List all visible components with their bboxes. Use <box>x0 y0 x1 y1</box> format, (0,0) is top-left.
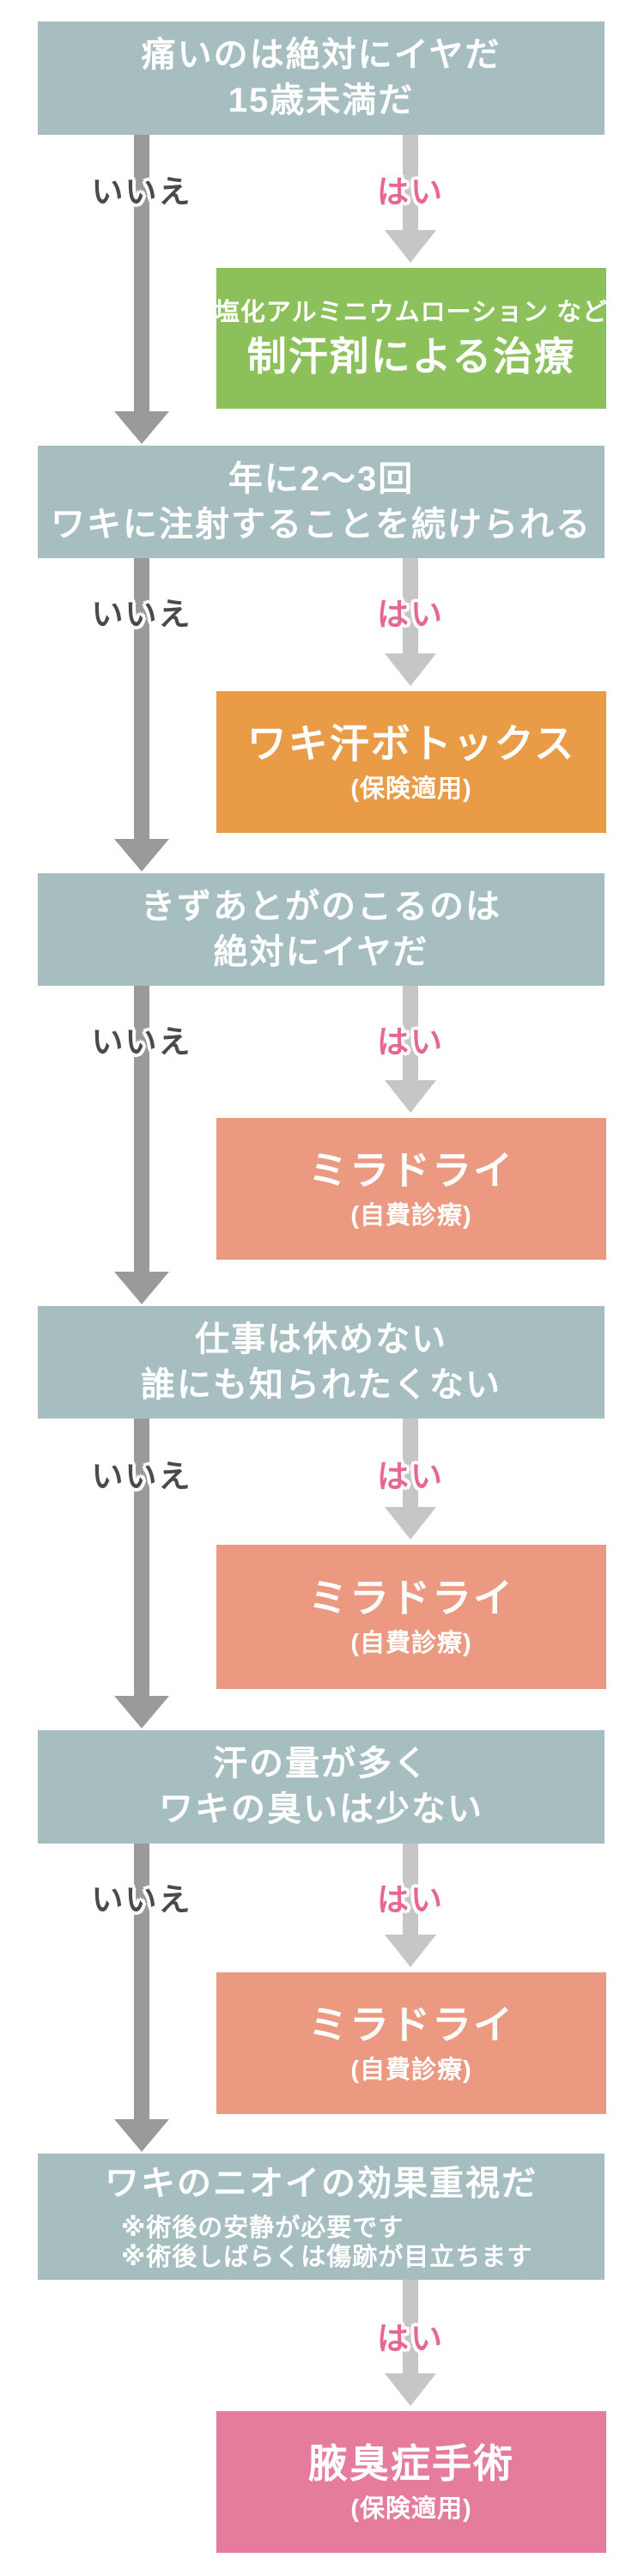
question-text: 仕事は休めない <box>195 1320 447 1358</box>
question-text: ワキに注射することを続けられる <box>51 505 592 544</box>
yes-arrow-head-icon <box>385 653 436 686</box>
result-box: 塩化アルミニウムローション など制汗剤による治療 <box>214 268 609 409</box>
yes-arrow-head-icon <box>385 230 436 263</box>
yes-arrow-head-icon <box>385 1507 436 1540</box>
result-title: ミラドライ <box>308 1576 514 1620</box>
result-title: 制汗剤による治療 <box>246 334 576 379</box>
question-text: きずあとがのこるのは <box>141 887 501 926</box>
no-arrow-head-icon <box>114 839 169 872</box>
no-arrow-shaft <box>134 1844 149 2121</box>
no-branch-label: いいえ <box>91 1459 192 1494</box>
no-arrow-head-icon <box>114 2119 169 2152</box>
result-title: ミラドライ <box>308 2002 514 2047</box>
result-subtitle: (保険適用) <box>350 775 472 803</box>
yes-branch-label: はい <box>377 597 444 632</box>
result-box: ミラドライ (自費診療) <box>216 1118 606 1260</box>
result-subtitle: (自費診療) <box>350 1201 472 1230</box>
no-branch-label: いいえ <box>91 1024 192 1060</box>
result-title: ミラドライ <box>308 1147 514 1193</box>
question-text: 絶対にイヤだ <box>213 933 429 971</box>
question-text: ワキの臭いは少ない <box>159 1790 483 1828</box>
question-box: ワキのニオイの効果重視だ ※術後の安静が必要です※術後しばらくは傷跡が目立ちます <box>38 2154 605 2280</box>
result-subtitle: (自費診療) <box>350 1630 472 1657</box>
result-title: 腋臭症手術 <box>308 2440 514 2486</box>
question-text: 誰にも知られたくない <box>141 1365 501 1404</box>
result-title: ワキ汗ボトックス <box>246 720 576 766</box>
question-text: ワキのニオイの効果重視だ <box>105 2165 538 2202</box>
question-box: 汗の量が多くワキの臭いは少ない <box>38 1730 605 1844</box>
yes-arrow-head-icon <box>385 1080 436 1113</box>
yes-arrow-head-icon <box>385 1935 436 1967</box>
yes-arrow-shaft <box>403 1419 418 1509</box>
question-note-line: ※術後の安静が必要です <box>121 2215 404 2242</box>
result-subtitle: (自費診療) <box>350 2056 472 2084</box>
question-box: 年に2〜3回ワキに注射することを続けられる <box>38 446 605 558</box>
no-branch-label: いいえ <box>91 1882 192 1917</box>
yes-branch-label: はい <box>377 1459 444 1494</box>
yes-arrow-shaft <box>403 1844 418 1936</box>
yes-branch-label: はい <box>377 174 444 210</box>
yes-branch-label: はい <box>377 2321 444 2356</box>
question-text: 痛いのは絶対にイヤだ <box>141 36 501 74</box>
no-arrow-shaft <box>134 986 149 1273</box>
question-note-line: ※術後しばらくは傷跡が目立ちます <box>121 2244 533 2271</box>
question-box: 仕事は休めない誰にも知られたくない <box>38 1306 605 1419</box>
question-box: きずあとがのこるのは絶対にイヤだ <box>38 873 605 986</box>
no-arrow-head-icon <box>114 1272 169 1304</box>
result-box: ミラドライ (自費診療) <box>216 1972 606 2114</box>
no-arrow-head-icon <box>114 411 169 444</box>
no-arrow-shaft <box>134 558 149 841</box>
result-box: 腋臭症手術 (保険適用) <box>216 2411 606 2553</box>
question-text: 年に2〜3回 <box>228 459 415 498</box>
result-box: ワキ汗ボトックス (保険適用) <box>216 691 606 833</box>
question-text: 汗の量が多く <box>213 1745 429 1783</box>
no-branch-label: いいえ <box>91 597 192 632</box>
no-arrow-head-icon <box>114 1696 169 1728</box>
question-notes: ※術後の安静が必要です※術後しばらくは傷跡が目立ちます <box>38 2207 605 2272</box>
no-arrow-shaft <box>134 135 149 413</box>
no-branch-label: いいえ <box>91 174 192 210</box>
yes-branch-label: はい <box>377 1024 444 1060</box>
result-box: ミラドライ (自費診療) <box>216 1545 606 1689</box>
yes-arrow-shaft <box>403 2280 418 2375</box>
yes-arrow-shaft <box>403 986 418 1082</box>
yes-branch-label: はい <box>377 1882 444 1917</box>
question-text: 15歳未満だ <box>228 82 415 119</box>
result-subtitle: (保険適用) <box>350 2494 472 2523</box>
yes-arrow-shaft <box>403 558 418 655</box>
yes-arrow-shaft <box>403 135 418 232</box>
result-pre-title: 塩化アルミニウムローション など <box>214 299 609 326</box>
no-arrow-shaft <box>134 1419 149 1698</box>
question-box: 痛いのは絶対にイヤだ 15歳未満だ <box>38 21 605 135</box>
yes-arrow-head-icon <box>385 2373 436 2406</box>
